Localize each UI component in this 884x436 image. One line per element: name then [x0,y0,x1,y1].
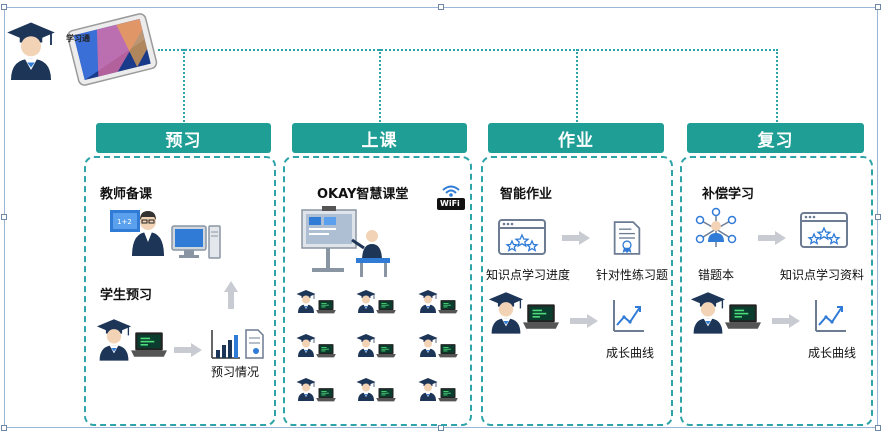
tab-class[interactable]: 上课 [292,123,467,153]
connector-homework [576,49,578,122]
student-icon [356,332,376,358]
panel-class [283,156,472,426]
resize-handle-right[interactable] [875,214,881,220]
knowledge-progress-label: 知识点学习进度 [486,268,571,282]
student-icon [296,332,316,358]
student-icon [296,288,316,314]
growth-curve-label: 成长曲线 [808,346,857,360]
certificate-icon [612,220,642,256]
growth-chart-icon [812,298,848,334]
resize-handle-bottom-left[interactable] [1,425,7,431]
laptop-icon [376,343,396,358]
teacher-whiteboard-icon: 1+2 [108,206,168,260]
browser-stars-icon [498,219,546,255]
mistake-book-label: 错题本 [698,268,735,282]
laptop-icon [131,330,167,358]
laptop-icon [725,302,761,330]
student-icon [96,317,132,361]
growth-curve-label: 成长曲线 [606,346,655,360]
tablet-icon [62,8,158,90]
student-preview-label: 学生预习 [100,288,153,303]
student-icon [418,288,438,314]
connector-horizontal [158,49,778,51]
tab-preview[interactable]: 预习 [96,123,271,153]
connector-preview [183,49,185,122]
laptop-icon [376,299,396,314]
student-icon [356,376,376,402]
panel-preview [84,156,276,426]
connector-review [776,49,778,122]
knowledge-network-icon [694,207,738,251]
laptop-icon [438,299,458,314]
report-chart-icon [210,328,266,364]
student-icon [356,288,376,314]
student-icon [418,376,438,402]
laptop-icon [316,299,336,314]
resize-handle-left[interactable] [1,214,7,220]
connector-class [379,49,381,122]
panel-homework [481,156,673,426]
resize-handle-bottom-right[interactable] [875,425,881,431]
smart-board-icon [300,206,394,284]
preview-status-label: 预习情况 [211,365,260,379]
arrow-up-icon [224,281,238,309]
resize-handle-top[interactable] [438,4,444,10]
laptop-icon [316,387,336,402]
wifi-label: WiFi [440,199,460,208]
okay-classroom-label: OKAY智慧课堂 [317,187,409,202]
growth-chart-icon [610,298,646,334]
teacher-avatar-icon [6,14,56,86]
student-icon [488,290,524,334]
tab-review[interactable]: 复习 [687,123,864,153]
student-icon [296,376,316,402]
laptop-icon [316,343,336,358]
desktop-computer-icon [170,222,222,266]
compensation-learning-label: 补偿学习 [702,187,755,202]
laptop-icon [438,387,458,402]
laptop-icon [376,387,396,402]
student-icon [418,332,438,358]
arrow-right-icon [570,314,598,328]
student-icon [690,290,726,334]
targeted-exercise-label: 针对性练习题 [596,268,669,282]
arrow-right-icon [562,231,590,245]
arrow-right-icon [174,343,202,357]
laptop-icon [523,302,559,330]
learning-materials-label: 知识点学习资料 [780,268,865,282]
teacher-prep-label: 教师备课 [100,187,153,202]
browser-stars-icon [800,212,848,248]
wifi-icon [436,181,466,215]
laptop-icon [438,343,458,358]
svg-text:1+2: 1+2 [117,218,132,226]
arrow-right-icon [758,231,786,245]
resize-handle-top-right[interactable] [875,4,881,10]
smart-homework-label: 智能作业 [500,187,553,202]
arrow-right-icon [772,314,800,328]
panel-review [680,156,873,426]
resize-handle-top-left[interactable] [1,4,7,10]
tablet-title: 学习通 [66,34,90,43]
tab-homework[interactable]: 作业 [488,123,664,153]
